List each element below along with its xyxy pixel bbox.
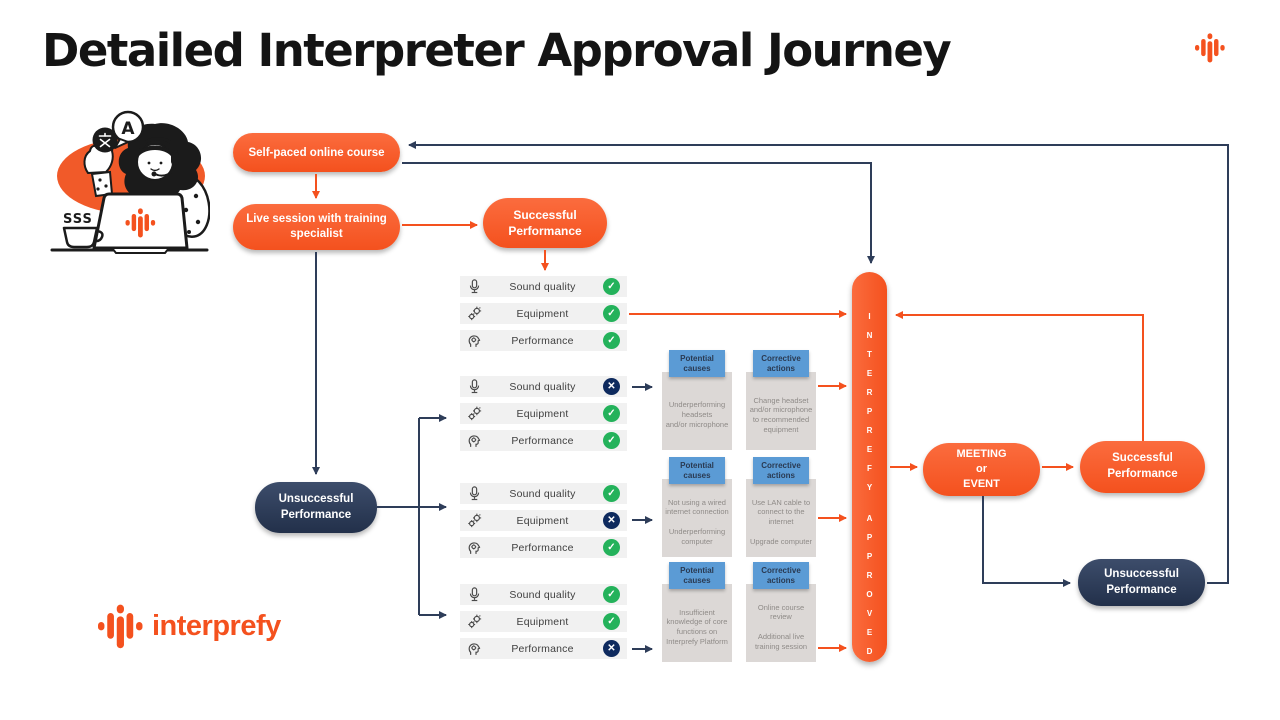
- microphone-icon: [467, 279, 482, 294]
- head-gears-icon: [467, 540, 482, 555]
- corrective-actions-body: Use LAN cable to connect to the internet…: [746, 479, 816, 557]
- node-live-session: Live session with training specialist: [233, 204, 400, 250]
- interprefy-logo: interprefy: [98, 604, 281, 649]
- checklist-row: Equipment ✓: [460, 303, 627, 324]
- potential-causes-header: Potential causes: [669, 457, 725, 484]
- interpreter-illustration: A SSS: [50, 110, 210, 254]
- row-label: Sound quality: [509, 380, 576, 393]
- potential-causes-body: Insufficient knowledge of core functions…: [662, 584, 732, 662]
- head-gears-icon: [467, 433, 482, 448]
- approved-word-2: APPROVED: [865, 514, 874, 666]
- check-icon: ✓: [603, 278, 620, 295]
- checklist-row: Equipment ✓: [460, 611, 627, 632]
- checklist-row: Performance ✓: [460, 330, 627, 351]
- checklist-row: Equipment ✓: [460, 403, 627, 424]
- interprefy-logo-text: interprefy: [152, 610, 281, 642]
- potential-causes-body: Not using a wired internet connection Un…: [662, 479, 732, 557]
- row-label: Sound quality: [509, 487, 576, 500]
- arrow-event-to-unsuccessful: [982, 496, 1071, 587]
- node-self-paced-course: Self-paced online course: [233, 133, 400, 172]
- microphone-icon: [467, 379, 482, 394]
- interprefy-logo-icon: [98, 604, 143, 649]
- checklist-row: Performance ✓: [460, 430, 627, 451]
- checklist-row: Sound quality ✓: [460, 276, 627, 297]
- potential-causes-body: Underperforming headsets and/or micropho…: [662, 372, 732, 450]
- node-unsuccessful-performance-training: Unsuccessful Performance: [255, 482, 377, 533]
- svg-text:SSS: SSS: [63, 212, 93, 227]
- node-unsuccessful-performance-event: Unsuccessful Performance: [1078, 559, 1205, 606]
- corrective-actions-header: Corrective actions: [753, 457, 809, 484]
- checklist-row: Sound quality ✓: [460, 584, 627, 605]
- node-successful-performance-training: Successful Performance: [483, 198, 607, 248]
- approved-word-1: INTERPREFY: [865, 312, 874, 502]
- row-label: Performance: [511, 334, 574, 347]
- checklist-row: Performance ✕: [460, 638, 627, 659]
- row-label: Performance: [511, 642, 574, 655]
- gears-icon: [467, 614, 482, 629]
- corrective-actions-header: Corrective actions: [753, 562, 809, 589]
- gears-icon: [467, 513, 482, 528]
- check-icon: ✓: [603, 613, 620, 630]
- checklist-row: Performance ✓: [460, 537, 627, 558]
- arrow-course-to-approved: [402, 162, 875, 264]
- checklist-row: Equipment ✕: [460, 510, 627, 531]
- check-icon: ✓: [603, 432, 620, 449]
- interprefy-logo-icon: [1195, 33, 1225, 63]
- corrective-actions-header: Corrective actions: [753, 350, 809, 377]
- head-gears-icon: [467, 333, 482, 348]
- check-icon: ✓: [603, 485, 620, 502]
- cross-icon: ✕: [603, 640, 620, 657]
- cross-icon: ✕: [603, 512, 620, 529]
- corrective-actions-body: Online course review Additional live tra…: [746, 584, 816, 662]
- row-label: Sound quality: [509, 588, 576, 601]
- arrow-event-success-to-approved: [895, 311, 1144, 441]
- row-label: Performance: [511, 541, 574, 554]
- check-icon: ✓: [603, 305, 620, 322]
- check-icon: ✓: [603, 405, 620, 422]
- row-label: Sound quality: [509, 280, 576, 293]
- node-interprefy-approved: INTERPREFY APPROVED: [852, 272, 887, 666]
- row-label: Equipment: [516, 407, 569, 420]
- check-icon: ✓: [603, 539, 620, 556]
- checklist-row: Sound quality ✕: [460, 376, 627, 397]
- svg-text:A: A: [121, 119, 135, 139]
- gears-icon: [467, 306, 482, 321]
- node-meeting-or-event: MEETING or EVENT: [923, 443, 1040, 496]
- checklist-row: Sound quality ✓: [460, 483, 627, 504]
- row-label: Performance: [511, 434, 574, 447]
- check-icon: ✓: [603, 586, 620, 603]
- head-gears-icon: [467, 641, 482, 656]
- potential-causes-header: Potential causes: [669, 350, 725, 377]
- row-label: Equipment: [516, 514, 569, 527]
- row-label: Equipment: [516, 615, 569, 628]
- microphone-icon: [467, 486, 482, 501]
- potential-causes-header: Potential causes: [669, 562, 725, 589]
- node-successful-performance-event: Successful Performance: [1080, 441, 1205, 493]
- cross-icon: ✕: [603, 378, 620, 395]
- check-icon: ✓: [603, 332, 620, 349]
- row-label: Equipment: [516, 307, 569, 320]
- page-title: Detailed Interpreter Approval Journey: [42, 24, 952, 77]
- microphone-icon: [467, 587, 482, 602]
- gears-icon: [467, 406, 482, 421]
- corrective-actions-body: Change headset and/or microphone to reco…: [746, 372, 816, 450]
